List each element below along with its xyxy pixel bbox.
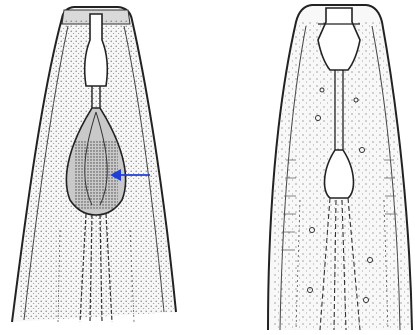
left-panel bbox=[12, 7, 176, 322]
right-panel bbox=[268, 5, 412, 330]
